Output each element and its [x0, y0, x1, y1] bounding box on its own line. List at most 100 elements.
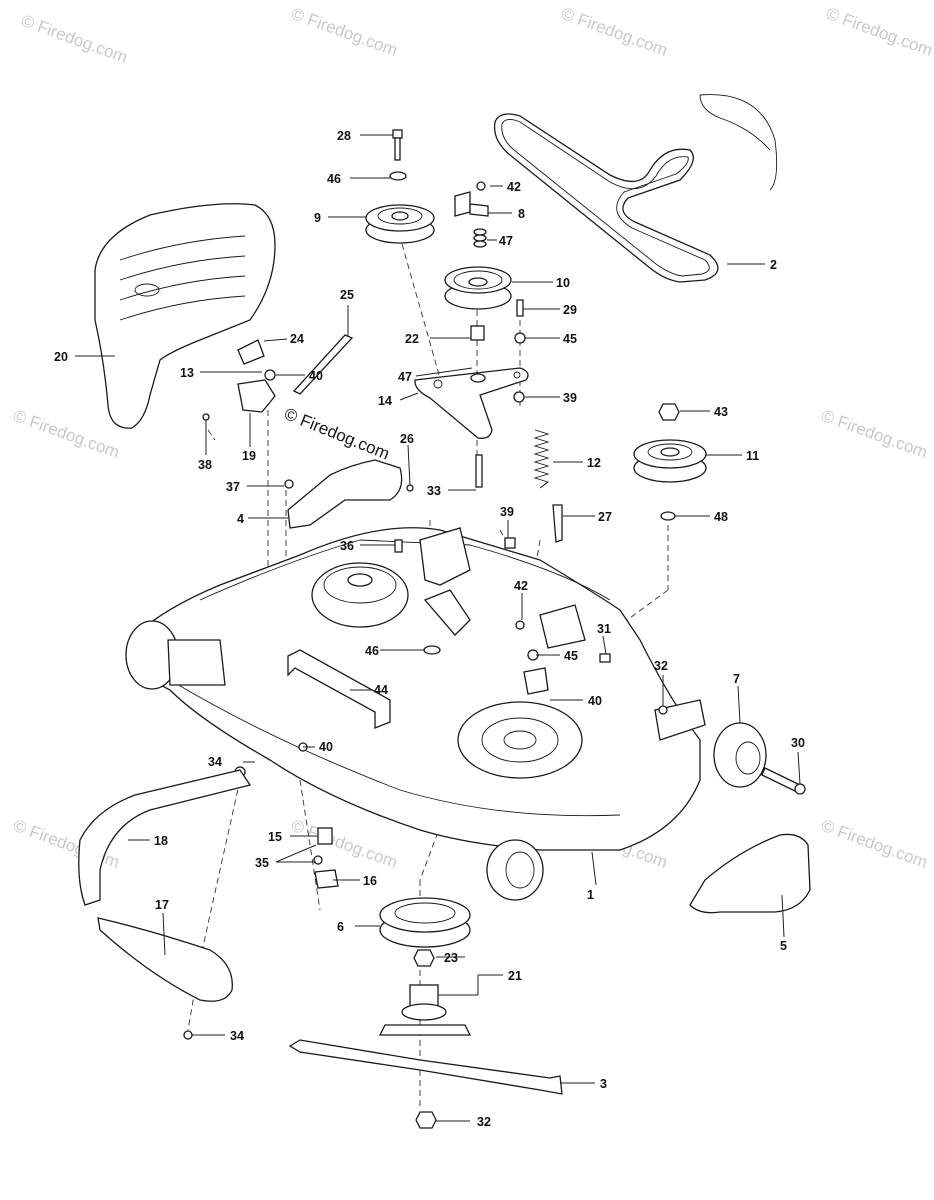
adjuster-nut	[314, 869, 339, 889]
screw	[406, 484, 414, 492]
watermark: © Firedog.com	[19, 11, 130, 67]
callout-10: 10	[556, 276, 570, 290]
spacer	[473, 228, 487, 248]
callout-39: 39	[500, 505, 514, 519]
callout-35: 35	[255, 856, 269, 870]
screw	[658, 705, 668, 715]
axle-bolt	[761, 767, 801, 793]
callout-44: 44	[374, 683, 388, 697]
callout-46: 46	[365, 644, 379, 658]
watermark: © Firedog.com	[824, 4, 934, 60]
callout-8: 8	[518, 207, 525, 221]
callout-37: 37	[226, 480, 240, 494]
callout-1: 1	[587, 888, 594, 902]
callout-11: 11	[746, 449, 759, 463]
callout-17: 17	[155, 898, 169, 912]
nut	[514, 332, 526, 344]
watermark: © Firedog.com	[559, 4, 670, 60]
bolt	[599, 653, 611, 663]
callout-18: 18	[154, 834, 168, 848]
center-watermark: © Firedog.com	[282, 404, 393, 463]
deck-bracket	[423, 589, 471, 636]
flat-idler-pulley	[444, 266, 512, 310]
nut	[264, 369, 276, 381]
callout-15: 15	[268, 830, 282, 844]
callout-20: 20	[54, 350, 68, 364]
washer	[423, 645, 441, 655]
drive-belt	[493, 113, 719, 283]
tension-spring	[533, 429, 550, 489]
grease-fitting	[317, 827, 333, 845]
nut	[515, 620, 525, 630]
callout-47: 47	[398, 370, 412, 384]
watermark: © Firedog.com	[819, 816, 930, 872]
callout-42: 42	[514, 579, 528, 593]
callout-40: 40	[309, 369, 323, 383]
bushing	[470, 325, 485, 341]
callout-48: 48	[714, 510, 728, 524]
bolt	[394, 539, 403, 553]
spring-rod	[552, 504, 563, 543]
front-left-wheel	[125, 620, 226, 690]
callout-46: 46	[327, 172, 341, 186]
screw	[313, 855, 323, 865]
callout-26: 26	[400, 432, 414, 446]
callout-14: 14	[378, 394, 392, 408]
callout-2: 2	[770, 258, 777, 272]
nut	[658, 403, 680, 421]
spindle-pulley	[633, 439, 707, 483]
deflector-spring	[237, 339, 265, 365]
small-bracket	[523, 667, 549, 695]
watermark: © Firedog.com	[289, 816, 400, 872]
watermark: © Firedog.com	[11, 406, 122, 462]
deck-wheel	[713, 722, 767, 788]
spacer	[470, 373, 486, 383]
idler-pulley	[365, 204, 435, 244]
mulch-plug	[97, 917, 233, 1002]
watermark: © Firedog.com	[289, 4, 400, 60]
callout-12: 12	[587, 456, 601, 470]
discharge-cover	[689, 833, 811, 914]
deck-bracket	[539, 604, 586, 649]
belt-guard	[287, 459, 403, 529]
nut	[476, 181, 486, 191]
pin	[516, 299, 524, 317]
callout-25: 25	[340, 288, 354, 302]
callout-38: 38	[198, 458, 212, 472]
callout-3: 3	[600, 1077, 607, 1091]
blade-bolt	[415, 1111, 437, 1129]
callout-9: 9	[314, 211, 321, 225]
callout-45: 45	[563, 332, 577, 346]
callout-32: 32	[654, 659, 668, 673]
callout-34: 34	[230, 1029, 244, 1043]
callout-40: 40	[319, 740, 333, 754]
callout-42: 42	[507, 180, 521, 194]
callout-31: 31	[597, 622, 611, 636]
deck-bracket	[419, 527, 471, 586]
callout-47: 47	[499, 234, 513, 248]
screw	[202, 413, 210, 421]
washer	[660, 511, 676, 521]
callout-22: 22	[405, 332, 419, 346]
bolt	[392, 129, 403, 161]
rod	[292, 334, 354, 395]
callout-24: 24	[290, 332, 304, 346]
callout-7: 7	[733, 672, 740, 686]
callout-39: 39	[563, 391, 577, 405]
leader-lines	[75, 134, 801, 1122]
baffle	[78, 769, 252, 906]
callout-19: 19	[242, 449, 256, 463]
callout-40: 40	[588, 694, 602, 708]
deflector-bracket	[237, 379, 276, 413]
callout-43: 43	[714, 405, 728, 419]
callout-33: 33	[427, 484, 441, 498]
callout-16: 16	[363, 874, 377, 888]
callout-6: 6	[337, 920, 344, 934]
nut	[513, 391, 525, 403]
hanger-bracket	[287, 649, 391, 729]
screw	[183, 1030, 193, 1040]
callout-29: 29	[563, 303, 577, 317]
callout-32: 32	[477, 1115, 491, 1129]
spindle-assembly	[378, 984, 472, 1036]
